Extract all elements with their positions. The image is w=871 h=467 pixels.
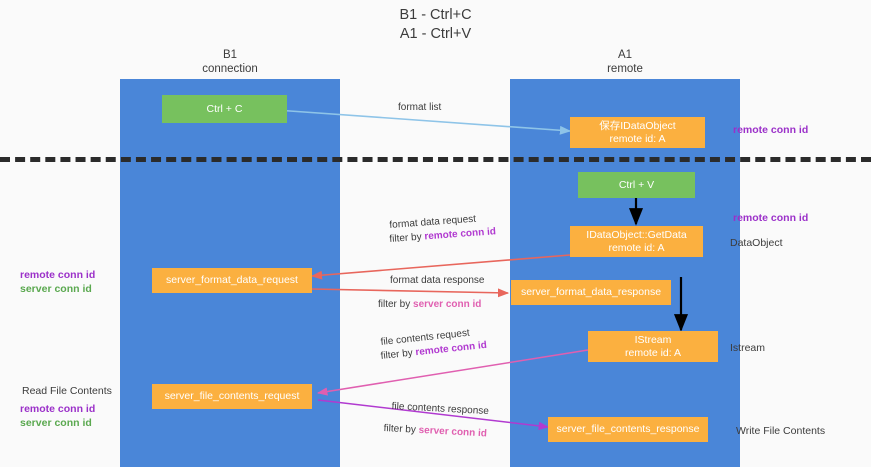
filter-value-remote-conn-id: remote conn id [423, 226, 497, 243]
filter-prefix: filter by [383, 422, 419, 436]
phase-divider [0, 157, 871, 162]
annotation-left-remote-conn-id-2: remote conn id [20, 403, 96, 415]
page-title: B1 - Ctrl+C A1 - Ctrl+V [399, 7, 472, 42]
annotation-left-server-conn-id-2: server conn id [20, 417, 92, 429]
arrow-format-data-response [311, 288, 510, 298]
node-idataobject-getdata[interactable]: IDataObject::GetData remote id: A [570, 226, 703, 257]
edge-label-format-data-response-filter: filter by server conn id [378, 298, 481, 311]
filter-prefix: filter by [378, 299, 414, 310]
column-header-a1: A1 remote [607, 49, 643, 75]
filter-value-server-conn-id: server conn id [418, 424, 488, 440]
annotation-remote-conn-id-mid: remote conn id [733, 212, 809, 224]
annotation-read-file-contents: Read File Contents [22, 385, 112, 397]
edge-label-file-contents-response: file contents response [391, 400, 490, 418]
node-remote-idataobject[interactable]: 保存IDataObject remote id: A [570, 117, 705, 148]
column-header-b1: B1 connection [202, 49, 258, 75]
node-ctrl-c[interactable]: Ctrl + C [162, 95, 287, 123]
annotation-dataobject: DataObject [730, 237, 783, 249]
filter-prefix: filter by [380, 347, 417, 362]
filter-value-server-conn-id: server conn id [413, 299, 482, 310]
annotation-istream: Istream [730, 342, 766, 354]
node-server-format-data-response[interactable]: server_format_data_response [511, 280, 671, 305]
node-server-format-data-request[interactable]: server_format_data_request [152, 268, 312, 293]
filter-prefix: filter by [389, 231, 425, 245]
node-istream[interactable]: IStream remote id: A [588, 331, 718, 362]
edge-label-file-contents-response-filter: filter by server conn id [383, 422, 487, 440]
edge-label-format-data-response: format data response [390, 275, 485, 286]
annotation-left-server-conn-id: server conn id [20, 283, 92, 295]
edge-label-format-list: format list [398, 102, 442, 113]
node-ctrl-v[interactable]: Ctrl + V [578, 172, 695, 198]
annotation-remote-conn-id-top: remote conn id [733, 124, 809, 136]
annotation-left-remote-conn-id: remote conn id [20, 269, 96, 281]
annotation-write-file-contents: Write File Contents [736, 425, 826, 437]
node-server-file-contents-response[interactable]: server_file_contents_response [548, 417, 708, 442]
node-server-file-contents-request[interactable]: server_file_contents_request [152, 384, 312, 409]
